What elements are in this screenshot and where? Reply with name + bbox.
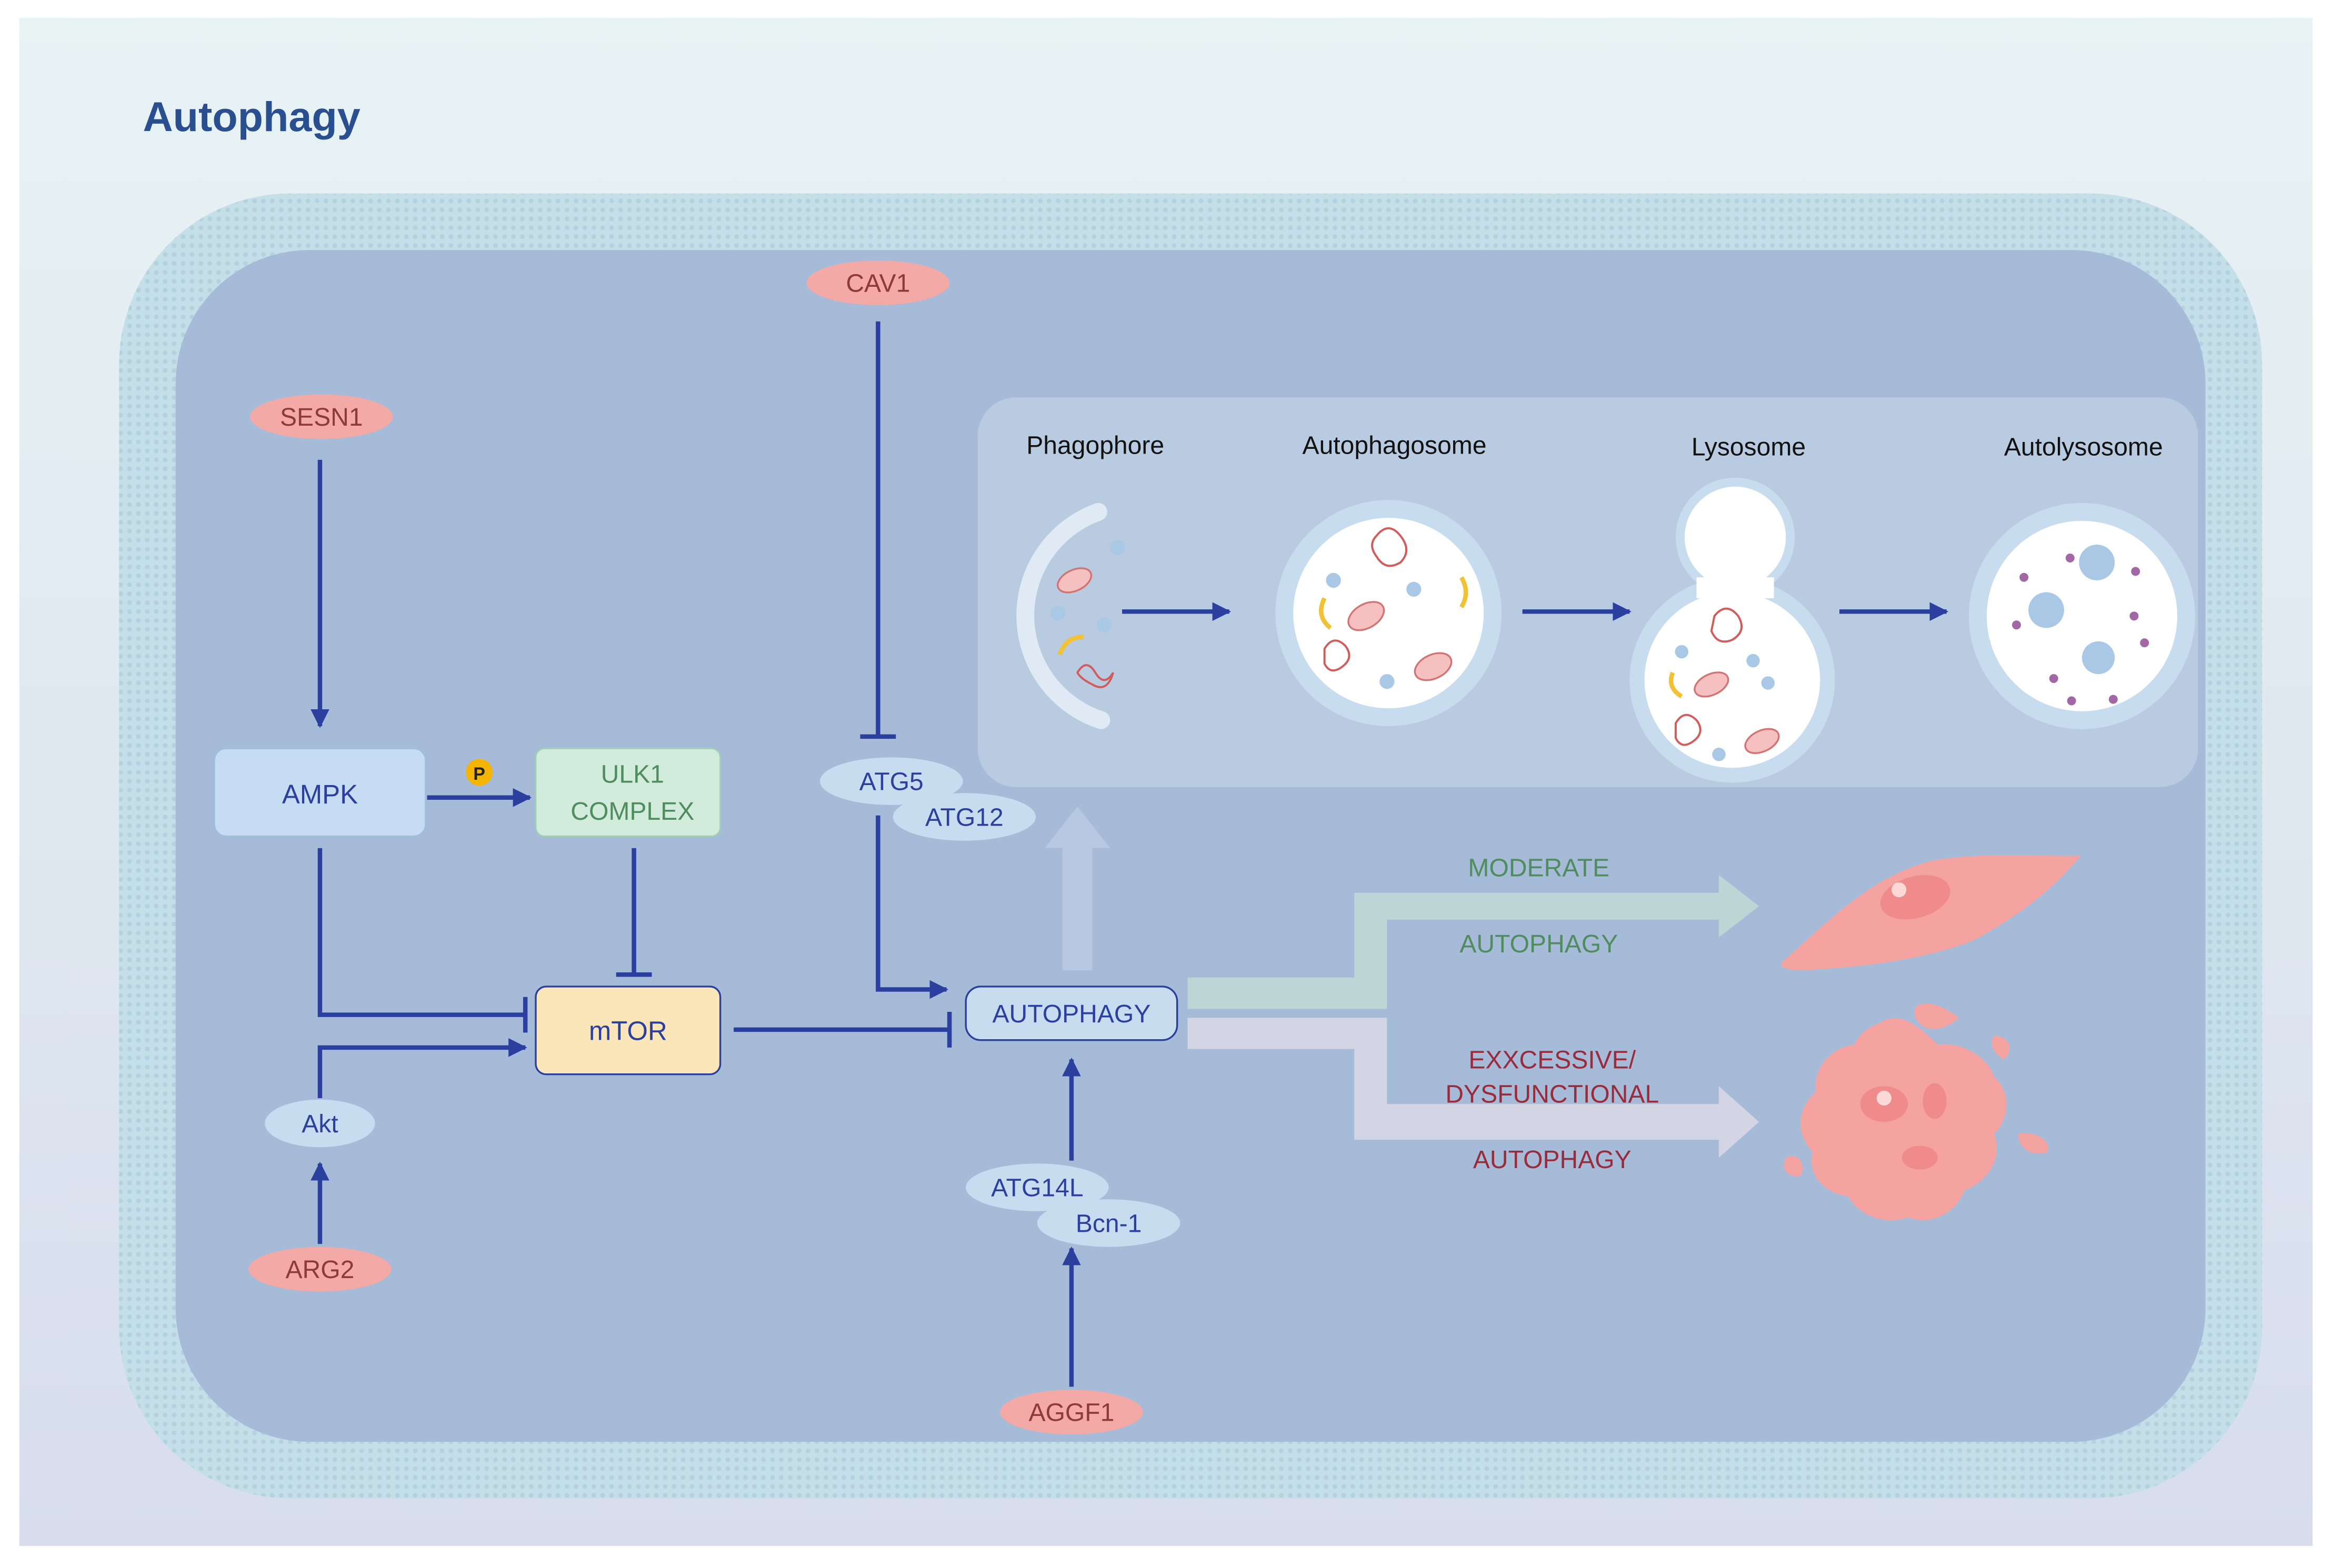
- atg14l-bcn1-node: ATG14L Bcn-1: [966, 1163, 1180, 1247]
- autophagy-node: AUTOPHAGY: [965, 986, 1178, 1041]
- cav1-label: CAV1: [846, 269, 910, 297]
- pale-arrow-moderate: [1187, 875, 1759, 1009]
- stage-label-autolysosome: Autolysosome: [2004, 433, 2163, 461]
- pale-arrow-up: [1045, 806, 1110, 970]
- phagophore-icon: [1016, 502, 1125, 729]
- autolysosome-icon: [1969, 502, 2195, 729]
- moderate-label-line1: MODERATE: [1468, 854, 1609, 882]
- arg2-node: ARG2: [248, 1247, 392, 1292]
- pale-arrow-excessive: [1187, 1018, 1759, 1158]
- inhibition-cav1-to-atg5: [860, 321, 896, 739]
- lysosome-icon: [1629, 477, 1835, 783]
- ulk1-label-line1: ULK1: [601, 760, 664, 789]
- excessive-label-line3: AUTOPHAGY: [1473, 1145, 1632, 1174]
- healthy-cell-icon: [1781, 855, 2081, 970]
- atg5-atg12-node: ATG5 ATG12: [820, 757, 1036, 841]
- stages-panel: [977, 397, 2198, 787]
- excessive-label-line2: DYSFUNCTIONAL: [1445, 1080, 1659, 1108]
- dying-cell-icon: [1784, 1003, 2048, 1220]
- ulk1-complex-node: ULK1 COMPLEX: [535, 748, 722, 837]
- stage-label-lysosome: Lysosome: [1692, 433, 1806, 461]
- arg2-label: ARG2: [286, 1255, 355, 1284]
- ampk-label: AMPK: [282, 779, 358, 809]
- mtor-node: mTOR: [535, 986, 722, 1076]
- arrow-atg5-to-autophagy: [876, 815, 948, 999]
- ulk1-label-line2: COMPLEX: [571, 797, 694, 826]
- akt-node: Akt: [265, 1099, 375, 1148]
- autophagosome-icon: [1275, 500, 1502, 727]
- bcn1-label: Bcn-1: [1076, 1209, 1142, 1238]
- excessive-label-line1: EXXCESSIVE/: [1468, 1046, 1636, 1074]
- phospho-label: P: [473, 764, 485, 784]
- inhibition-ulk1-to-mtor: [616, 848, 652, 977]
- mtor-label: mTOR: [589, 1016, 667, 1046]
- arrow-akt-to-mtor: [317, 1038, 527, 1098]
- sesn1-node: SESN1: [250, 394, 393, 439]
- autophagy-label: AUTOPHAGY: [992, 1000, 1150, 1028]
- cav1-node: CAV1: [806, 260, 950, 305]
- atg5-label: ATG5: [859, 768, 924, 796]
- atg12-label: ATG12: [925, 803, 1004, 832]
- ampk-node: AMPK: [213, 748, 427, 837]
- page-title: Autophagy: [143, 93, 360, 140]
- atg14l-label: ATG14L: [991, 1174, 1083, 1202]
- moderate-label-line2: AUTOPHAGY: [1459, 930, 1618, 958]
- phosphorylation-badge: P: [466, 759, 493, 786]
- stage-label-phagophore: Phagophore: [1026, 431, 1164, 460]
- sesn1-label: SESN1: [280, 403, 363, 431]
- inhibition-mtor-to-autophagy: [734, 1011, 952, 1048]
- akt-label: Akt: [302, 1110, 338, 1138]
- aggf1-label: AGGF1: [1028, 1399, 1114, 1427]
- inhibition-ampk-to-mtor: [317, 848, 528, 1033]
- stage-label-autophagosome: Autophagosome: [1303, 431, 1487, 460]
- aggf1-node: AGGF1: [1000, 1390, 1143, 1435]
